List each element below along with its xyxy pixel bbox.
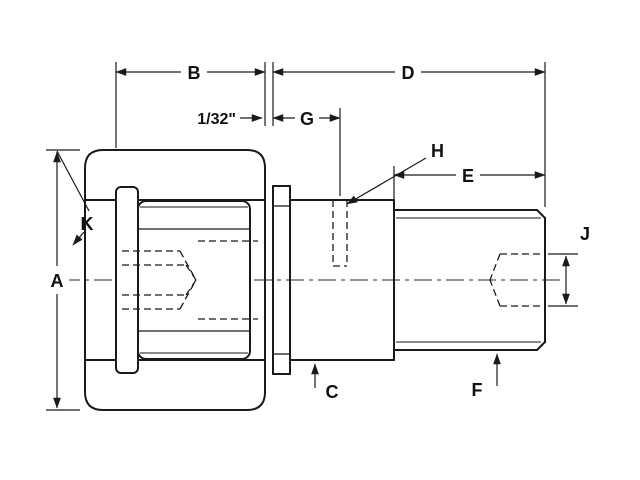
dim-B: B: [115, 59, 266, 148]
leader-K: K: [56, 150, 94, 246]
leader-F: F: [472, 353, 501, 400]
dim-label-e: E: [462, 166, 474, 186]
dim-E: E: [393, 162, 546, 202]
dim-A: A: [45, 149, 80, 411]
dim-label-h: H: [431, 141, 444, 161]
callout-gap: 1/32": [197, 111, 263, 128]
dim-D: D: [272, 59, 546, 207]
dim-label-d: D: [402, 63, 415, 83]
roller-hatch-bottom: [84, 359, 266, 411]
stud-thread: [393, 209, 546, 351]
needle-bearing: [137, 200, 251, 360]
dim-label-k: K: [81, 214, 94, 234]
dim-label-b: B: [188, 63, 201, 83]
dim-label-j: J: [580, 224, 590, 244]
stud-flange: [272, 185, 291, 375]
end-hex-socket-hidden: [489, 253, 545, 307]
dim-label-a: A: [51, 271, 64, 291]
grease-hole-hidden: [332, 200, 348, 267]
end-plate: [115, 186, 139, 374]
dim-G: G: [272, 105, 341, 196]
flange-hatch-top: [272, 185, 291, 207]
dim-label-g: G: [300, 109, 314, 129]
dim-label-f: F: [472, 380, 483, 400]
dim-J: J: [548, 224, 590, 307]
roller-hatch-top: [84, 149, 266, 201]
leader-H: H: [346, 141, 444, 205]
leader-C: C: [311, 363, 339, 402]
gap-callout-label: 1/32": [197, 111, 236, 128]
roller-outer-ring: [84, 149, 266, 411]
hex-socket-hidden: [122, 240, 258, 320]
flange-hatch-bottom: [272, 353, 291, 375]
stud-pilot: [289, 199, 395, 361]
dim-label-c: C: [326, 382, 339, 402]
